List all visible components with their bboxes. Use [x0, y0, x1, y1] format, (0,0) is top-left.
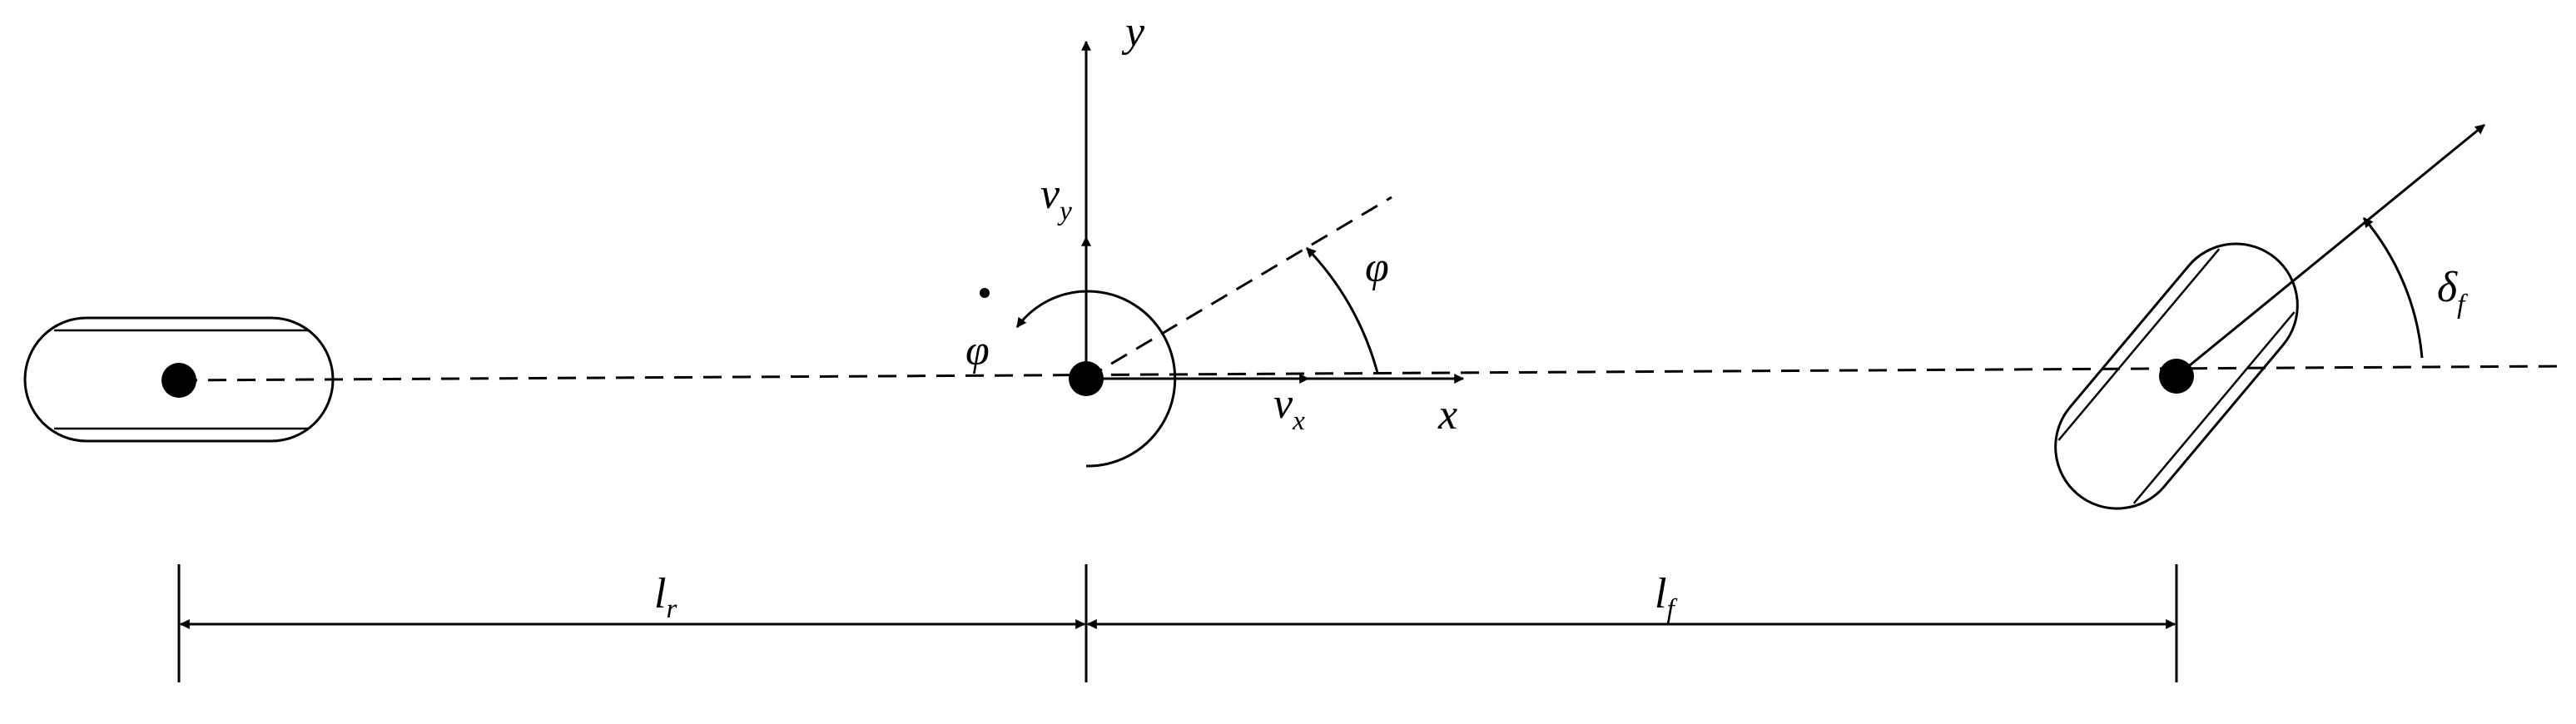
steering-angle-label: δf	[2437, 264, 2468, 320]
rear-axle-point	[161, 363, 196, 398]
rear-wheel	[23, 316, 335, 443]
yaw-rate-dot	[980, 288, 990, 298]
heading-angle-arc	[1305, 246, 1379, 374]
steering-angle-arc	[2362, 217, 2424, 359]
lr-label: lr	[654, 570, 677, 624]
x-axis-label: x	[1437, 391, 1457, 439]
yaw-rate-label: φ	[965, 327, 990, 374]
y-axis-label: y	[1121, 8, 1145, 56]
lf-label: lf	[1655, 570, 1677, 624]
front-wheel	[2054, 242, 2299, 510]
front-wheel-direction-arrow	[2176, 123, 2485, 378]
heading-direction-line	[1085, 196, 1392, 380]
vy-label: vy	[1040, 171, 1072, 226]
yaw-rate-arc	[1015, 290, 1177, 468]
heading-angle-label: φ	[1365, 244, 1389, 291]
vx-label: vx	[1273, 380, 1305, 436]
